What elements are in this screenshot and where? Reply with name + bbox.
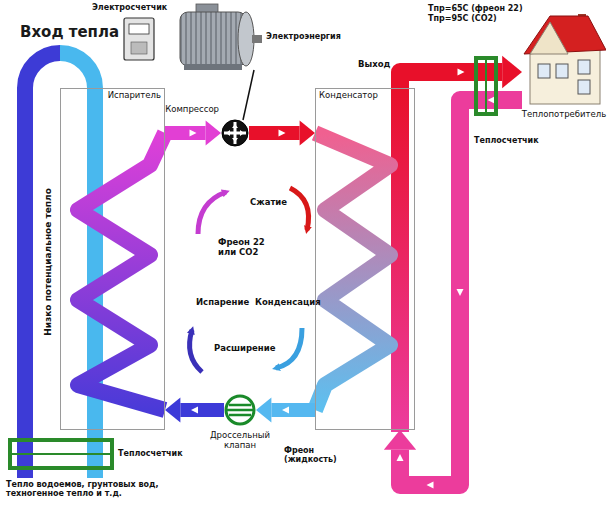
compressor-motor (180, 12, 246, 66)
annotation-label: Сжатие (250, 198, 287, 208)
arrow-head (300, 120, 315, 145)
annotation-label: Фреон 22 или CO2 (218, 238, 268, 258)
flow-mark (488, 97, 495, 104)
house-window (578, 80, 590, 94)
heat-source-loop (60, 53, 95, 478)
cycle-arrows (276, 328, 302, 368)
pipe-connector (165, 397, 224, 422)
heat-meter-symbol (485, 58, 487, 114)
pipe-line (249, 126, 300, 140)
compressor-motor (184, 64, 242, 70)
arrow-head (384, 430, 416, 450)
flow-mark (282, 407, 289, 414)
node-title: Испаритель (108, 91, 161, 101)
pipe-connector (249, 120, 315, 145)
compressor-icon (221, 119, 249, 147)
heat-meter-symbol (10, 453, 112, 455)
node-title: Конденсатор (319, 91, 378, 101)
flow-mark (457, 289, 464, 296)
pipe-connector (400, 56, 522, 88)
compressor-body (222, 120, 248, 146)
heat-meter-symbol (476, 58, 496, 114)
pipe-connector (165, 120, 221, 145)
pipe-line (400, 100, 522, 485)
valve-stripes (227, 405, 253, 415)
house-roof (524, 16, 606, 54)
heat-meter-symbol (476, 58, 496, 114)
compressor-arrows (226, 124, 244, 142)
node-title: Дроссельный клапан (203, 431, 277, 451)
compressor-motor (238, 12, 254, 66)
pipe-line (165, 126, 206, 140)
house-window (556, 64, 568, 78)
annotation-label: Конденсация (255, 298, 321, 308)
electric-meter (129, 24, 149, 34)
house-icon (522, 8, 606, 106)
flow-mark (427, 482, 434, 489)
electric-meter (124, 18, 154, 60)
compressor-symbol: Компрессор (221, 119, 249, 147)
cycle-arrows (190, 188, 309, 372)
annotation-label: Испарение (196, 298, 249, 308)
node-title: Теплопотребитель (522, 110, 606, 120)
house-window (538, 64, 550, 78)
arrow-head (256, 397, 271, 422)
annotation-label: Фреон (жидкость) (284, 446, 340, 464)
pipe-line (180, 403, 224, 417)
annotation-label: Низко потенциальное тепло (43, 188, 53, 336)
compressor-motor (252, 35, 262, 43)
electric-meter (131, 42, 147, 54)
pipe-line (271, 403, 315, 417)
heat-meter-symbol (10, 440, 112, 468)
annotation-label: Тпр=65С (фреон 22) (428, 4, 523, 13)
flow-mark (279, 130, 286, 137)
cycle-arrows (290, 188, 309, 230)
valve-body (226, 396, 254, 424)
annotation-label: Теплосчетчик (474, 136, 539, 145)
heat-source-loop (25, 53, 60, 478)
arrow-head (165, 397, 180, 422)
cycle-arrows (198, 192, 226, 234)
compressor-cross (224, 122, 246, 144)
heading-label: Вход тепла (20, 24, 119, 41)
flow-mark (458, 69, 465, 76)
annotation-label: Выход (358, 60, 390, 70)
node-title: Компрессор (165, 105, 219, 115)
arrow-head (502, 56, 522, 88)
heat-meter-symbol (10, 440, 112, 468)
annotation-label: Тепло водоемов, грунтовых вод, техногенн… (6, 480, 186, 498)
annotation-label: Теплосчетчик (118, 449, 183, 458)
flow-mark (397, 454, 404, 461)
flow-mark (191, 407, 198, 414)
annotation-label: Электроэнергия (266, 32, 341, 41)
flow-mark (190, 130, 197, 137)
throttle-valve: Дроссельный клапан (224, 394, 256, 426)
compressor-motor (180, 4, 262, 70)
arrow-head (206, 120, 221, 145)
power-wire (243, 70, 254, 120)
cycle-arrows (190, 330, 202, 372)
house-consumer: Теплопотребитель (522, 8, 606, 106)
annotation-label: Электросчетчик (92, 3, 167, 12)
condenser-coil (315, 133, 390, 410)
pipe-connector (256, 397, 315, 422)
evaporator-coil (78, 133, 165, 410)
annotation-label: Расширение (214, 344, 275, 354)
annotation-label: Тпр=95С (CO2) (428, 14, 497, 23)
house-wall (530, 48, 600, 104)
house-window (578, 60, 590, 74)
condenser-box: Конденсатор (315, 88, 415, 430)
valve-icon (224, 394, 256, 426)
electric-meter (124, 18, 154, 60)
evaporator-box: Испаритель (60, 88, 165, 430)
house-gable (530, 22, 568, 54)
